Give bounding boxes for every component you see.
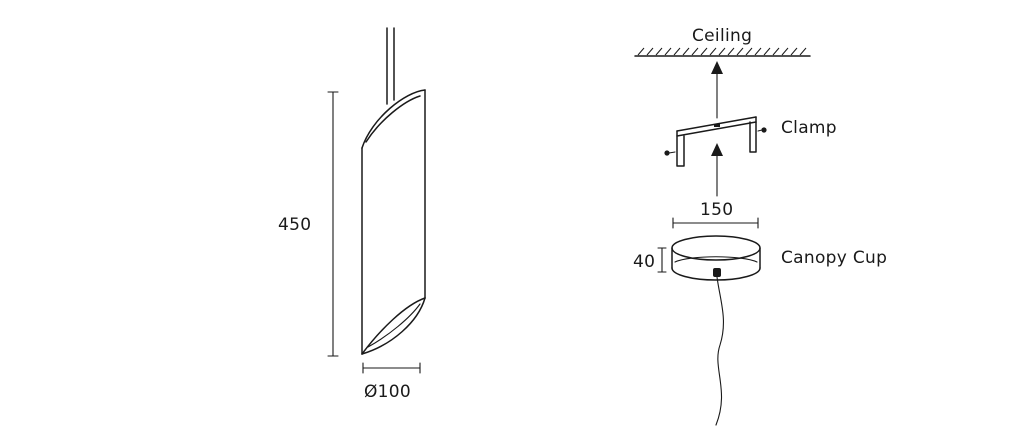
canopy-width-dimension: 150 [672,200,759,229]
hatch-line [700,47,708,56]
right-screw-icon [757,127,767,133]
diameter-dimension: Ø100 [362,362,421,402]
hatch-line [727,47,735,56]
suspension-rod [386,27,395,105]
pendant-fixture-view: 450 Ø100 [278,27,426,402]
hatch-line [799,47,807,56]
hatch-line [655,47,663,56]
canopy-height-dimension: 40 [633,247,667,273]
ceiling-label: Ceiling [692,26,752,46]
hatch-line [637,47,645,56]
mounting-clamp: Clamp [664,116,837,167]
installation-view: Ceiling [633,26,887,426]
ceiling: Ceiling [634,26,811,57]
canopy-height-label: 40 [633,252,655,272]
canopy-width-label: 150 [700,200,733,220]
power-cable [715,276,724,426]
left-screw-icon [664,150,676,156]
height-dimension: 450 [278,91,339,357]
canopy-cup: Canopy Cup [671,235,887,281]
hatch-line [709,47,717,56]
hatch-line [745,47,753,56]
hatch-line [718,47,726,56]
clamp-label: Clamp [781,118,837,138]
hatch-line [646,47,654,56]
pendant-shade [361,89,426,355]
hatch-line [754,47,762,56]
hatch-line [664,47,672,56]
height-dimension-label: 450 [278,215,311,235]
arrow-to-clamp [711,143,723,197]
hatch-line [790,47,798,56]
cable-grip-icon [713,268,721,277]
diameter-dimension-label: Ø100 [364,382,411,402]
hatch-line [682,47,690,56]
hatch-line [736,47,744,56]
hatch-line [673,47,681,56]
arrow-to-ceiling [711,61,723,119]
canopy-cup-label: Canopy Cup [781,248,887,268]
ceiling-hatching [637,47,807,56]
hatch-line [763,47,771,56]
hatch-line [781,47,789,56]
hatch-line [772,47,780,56]
hatch-line [691,47,699,56]
